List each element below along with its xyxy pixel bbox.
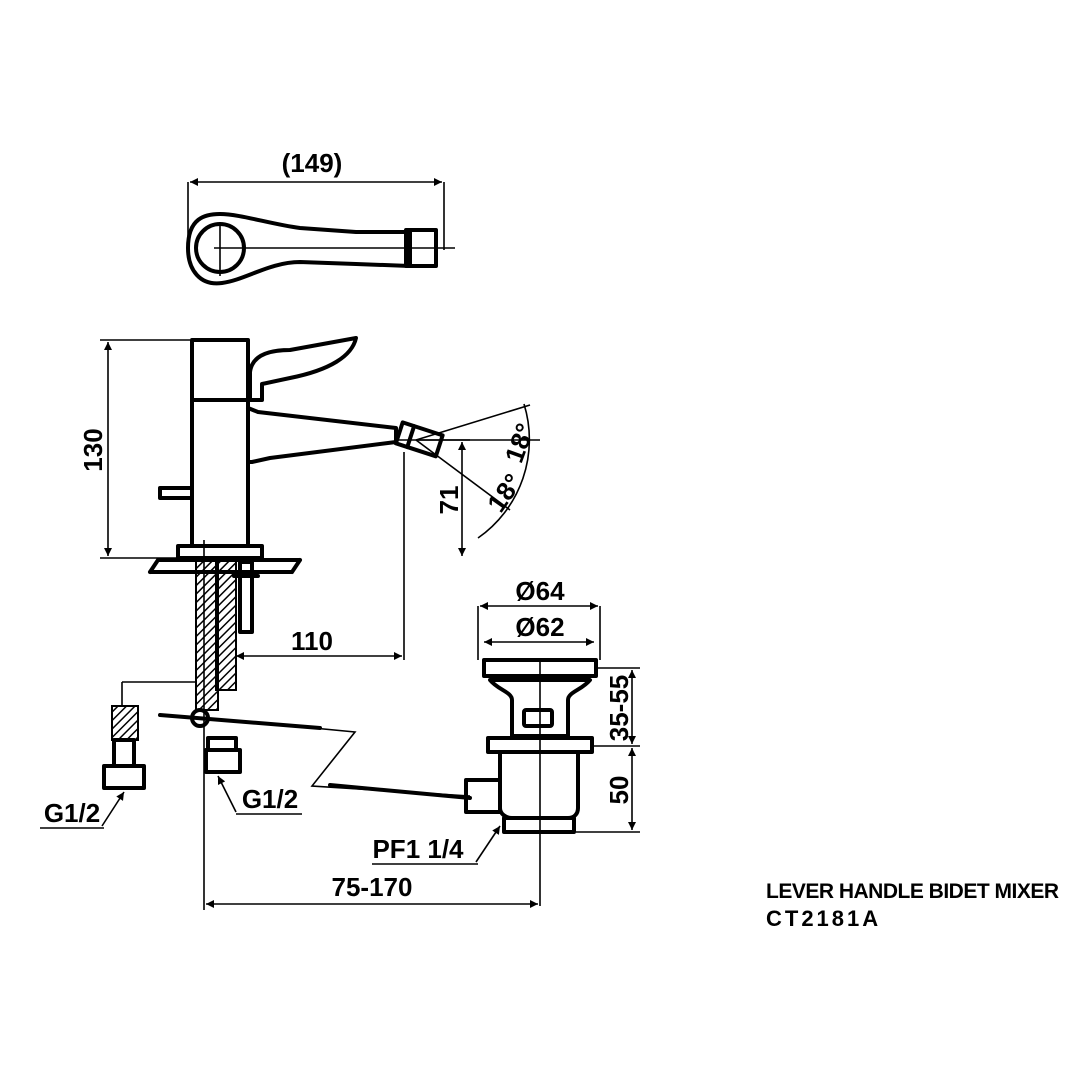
center-distance-dim: 75-170 (206, 872, 538, 908)
reach-label: 110 (291, 626, 333, 656)
left-shank-hose (195, 559, 219, 711)
waste-thread-leader (475, 825, 501, 863)
left-hose-nut (102, 764, 146, 790)
center-distance-label: 75-170 (332, 872, 413, 902)
inner-diameter-label: Ø62 (515, 612, 564, 642)
angle-arc (477, 403, 531, 539)
mixer-body (190, 338, 250, 548)
waste-tail (502, 816, 576, 834)
popup-pivot (190, 708, 210, 728)
angle-lower-line (415, 439, 511, 511)
flange-range-label: 35-55 (604, 675, 634, 742)
top-width-label: (149) (282, 148, 343, 178)
waste-linkage-housing (464, 778, 502, 814)
right-hose-nut (204, 748, 242, 774)
right-inlet-leader (217, 775, 237, 813)
popup-linkage-rod (328, 783, 472, 800)
waste-body (498, 750, 580, 820)
left-inlet-label: G1/2 (44, 798, 100, 828)
left-inlet-leader (101, 791, 125, 827)
right-inlet-label: G1/2 (242, 784, 298, 814)
spout (246, 406, 398, 464)
angle-upper-line (415, 404, 531, 441)
lever-handle (248, 336, 358, 402)
spout-height-label: 71 (434, 486, 464, 515)
spray-nozzle (393, 420, 445, 459)
right-shank-hose (215, 559, 237, 691)
angle-lower-label: 18° (481, 468, 528, 517)
product-name: LEVER HANDLE BIDET MIXER (766, 880, 1059, 903)
product-code: CT2181A (766, 906, 881, 931)
left-hose-fitting (111, 705, 139, 741)
fixing-stud (238, 560, 254, 634)
left-hose-body (112, 738, 136, 768)
angle-upper-label: 18° (499, 419, 541, 466)
waste-slot (522, 708, 554, 728)
top-view: (149) (186, 148, 455, 286)
height-label: 130 (78, 428, 108, 471)
mixer-base (176, 544, 264, 560)
waste-thread-label: PF1 1/4 (372, 834, 464, 864)
popup-rod (158, 486, 194, 500)
body-height-label: 50 (604, 776, 634, 805)
front-view: 130 71 18° 18° 110 (40, 336, 541, 910)
outer-diameter-label: Ø64 (515, 576, 565, 606)
waste-view: Ø64 Ø62 35-55 50 PF1 1/4 (372, 576, 640, 906)
